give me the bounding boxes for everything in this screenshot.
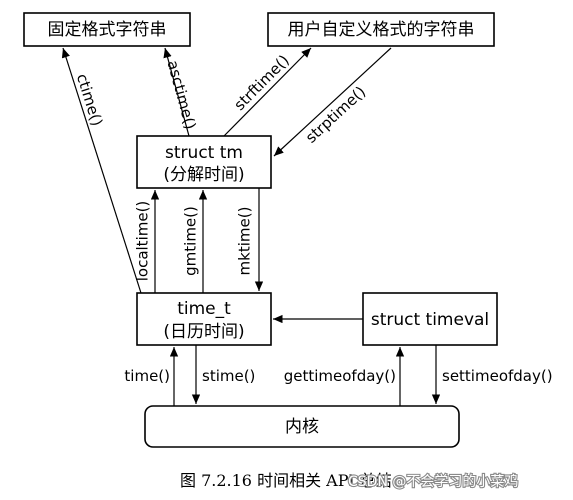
node-struct-tm-line1: struct tm bbox=[165, 143, 243, 163]
node-fixed-format-string: 固定格式字符串 bbox=[23, 12, 191, 47]
node-time-t: time_t (日历时间) bbox=[136, 292, 272, 346]
node-struct-tm-line2: (分解时间) bbox=[163, 165, 244, 185]
node-kernel-label: 内核 bbox=[285, 417, 319, 437]
arrow-strptime bbox=[273, 47, 392, 157]
arrow-strftime bbox=[223, 47, 312, 137]
node-kernel: 内核 bbox=[144, 405, 460, 448]
node-custom-format-string: 用户自定义格式的字符串 bbox=[267, 12, 495, 47]
label-gmtime: gmtime() bbox=[182, 206, 200, 276]
node-struct-tm: struct tm (分解时间) bbox=[136, 135, 272, 189]
node-custom-format-string-label: 用户自定义格式的字符串 bbox=[288, 20, 475, 40]
label-localtime: localtime() bbox=[134, 201, 152, 282]
node-struct-timeval-label: struct timeval bbox=[371, 310, 489, 330]
csdn-watermark: CSDN @不会学习的小菜鸡 bbox=[348, 473, 518, 490]
label-settimeofday: settimeofday() bbox=[442, 367, 553, 385]
node-fixed-format-string-label: 固定格式字符串 bbox=[48, 20, 167, 40]
label-stime: stime() bbox=[202, 367, 255, 385]
node-time-t-line1: time_t bbox=[177, 299, 231, 319]
label-strftime: strftime() bbox=[230, 51, 292, 114]
node-time-t-line2: (日历时间) bbox=[163, 322, 244, 342]
node-struct-timeval: struct timeval bbox=[362, 292, 498, 346]
label-strptime: strptime() bbox=[302, 83, 369, 147]
label-ctime: ctime() bbox=[73, 71, 106, 128]
label-mktime: mktime() bbox=[236, 207, 254, 276]
arrow-ctime bbox=[61, 47, 142, 294]
label-gettimeofday: gettimeofday() bbox=[284, 367, 396, 385]
figure-caption: 图 7.2.16 时间相关 API 总结 bbox=[180, 471, 392, 490]
label-asctime: asctime() bbox=[163, 58, 199, 131]
arrow-asctime bbox=[163, 47, 190, 137]
label-time: time() bbox=[124, 367, 170, 385]
